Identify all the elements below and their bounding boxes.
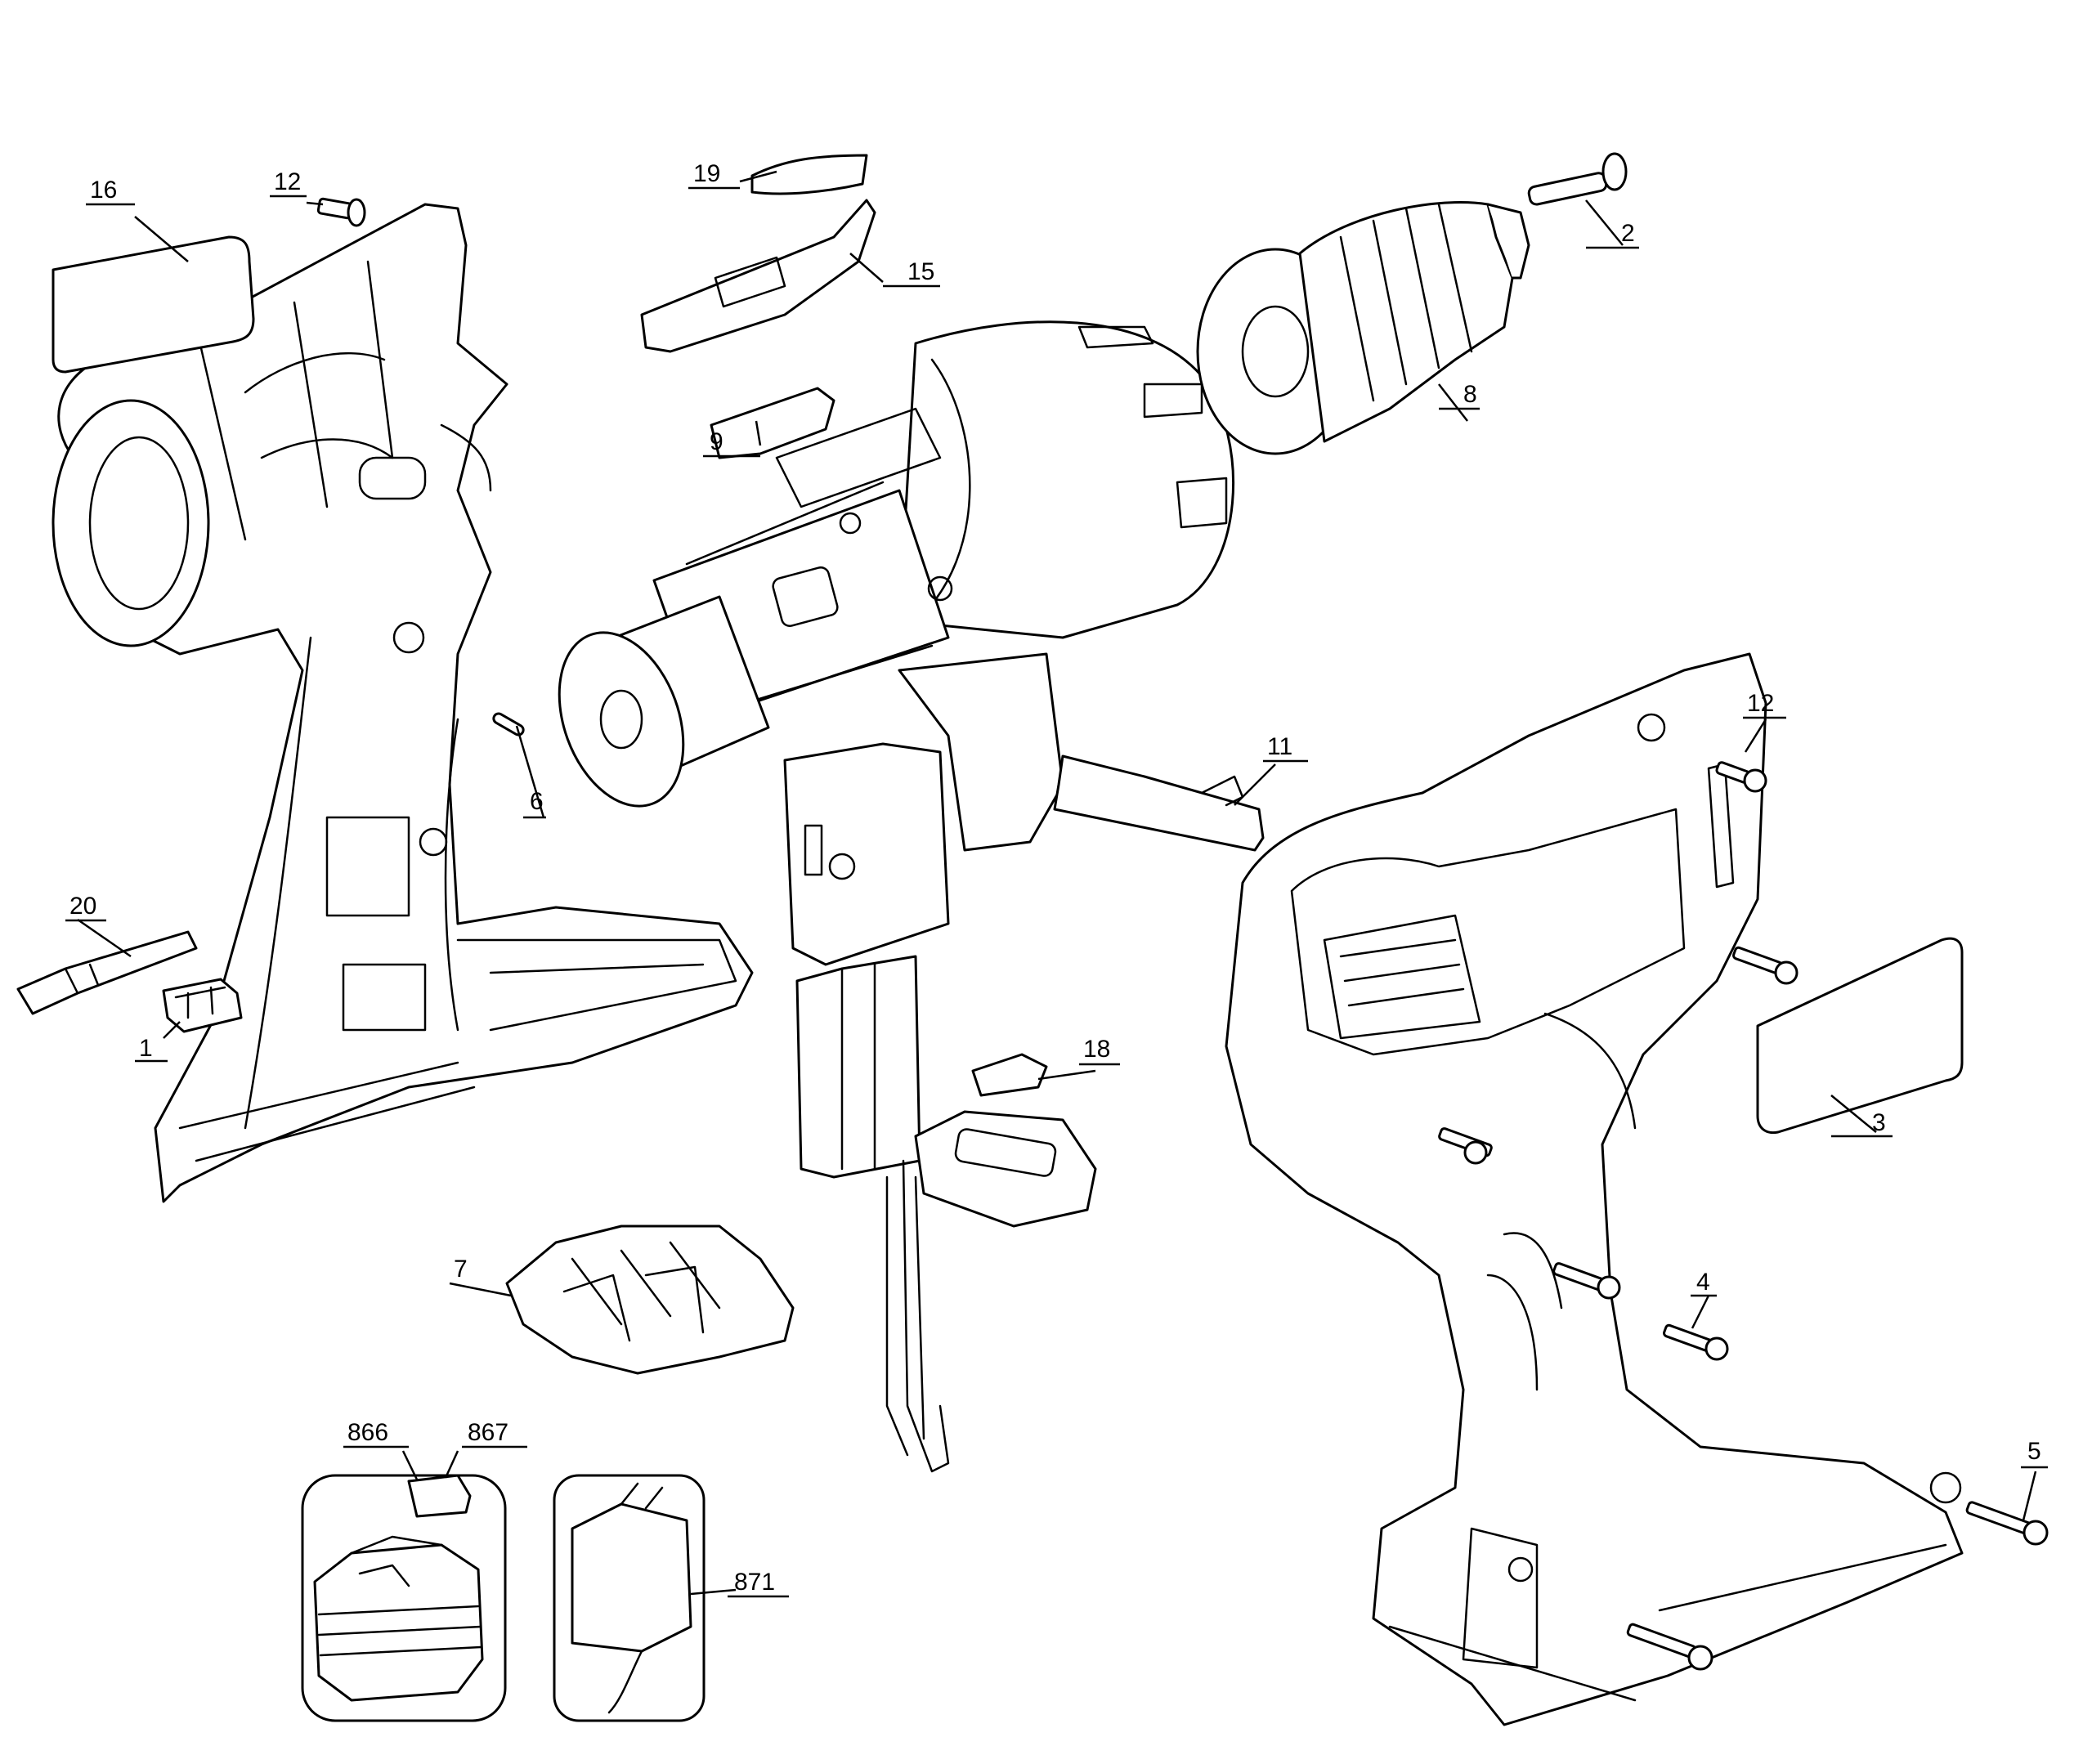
part-label-1: 1 xyxy=(139,1035,153,1062)
screw-4 xyxy=(1663,1323,1729,1361)
part-label-16: 16 xyxy=(90,177,117,204)
battery-inset-frame xyxy=(301,1474,507,1722)
cap-19 xyxy=(750,154,868,195)
part-label-2: 2 xyxy=(1621,220,1635,247)
screw-housing-c xyxy=(1552,1262,1621,1300)
screw-5 xyxy=(1965,1501,2049,1546)
leader-lines xyxy=(77,170,2037,1596)
switch-cover-15 xyxy=(640,199,876,353)
charger-inset-frame xyxy=(553,1474,706,1722)
pin-6 xyxy=(492,712,525,736)
brush-holder-7 xyxy=(505,1225,795,1375)
screwdriver-bit-20 xyxy=(16,930,198,1015)
motor-gearbox-assembly xyxy=(558,320,1235,852)
part-label-8: 8 xyxy=(1463,381,1477,408)
part-label-7: 7 xyxy=(454,1256,468,1283)
right-housing-half xyxy=(1225,652,1964,1726)
part-label-12-right: 12 xyxy=(1747,690,1774,717)
switch-module xyxy=(783,742,950,1473)
part-label-4: 4 xyxy=(1696,1269,1710,1296)
part-label-6: 6 xyxy=(530,788,544,815)
part-label-18: 18 xyxy=(1083,1036,1110,1063)
part-label-867: 867 xyxy=(468,1419,508,1446)
cover-plate-18 xyxy=(971,1053,1048,1097)
part-label-15: 15 xyxy=(907,258,934,285)
screw-12-right xyxy=(1715,761,1767,793)
screw-housing-d xyxy=(1626,1623,1713,1671)
bit-clip-1 xyxy=(162,978,243,1033)
chuck-screw-2 xyxy=(1527,152,1628,206)
battery-pack-866 xyxy=(313,1535,484,1702)
part-label-19: 19 xyxy=(693,160,720,187)
chuck-8 xyxy=(1196,201,1530,455)
screw-housing-a xyxy=(1732,946,1799,985)
part-label-9: 9 xyxy=(710,428,723,455)
terminal-cover-867 xyxy=(407,1474,472,1518)
label-11 xyxy=(1053,754,1265,852)
part-label-5: 5 xyxy=(2027,1438,2041,1465)
screw-12-top xyxy=(316,197,366,227)
part-labels: 16 12 19 15 9 8 2 6 11 12 3 4 5 18 7 1 2… xyxy=(65,160,2048,1598)
part-label-12-top: 12 xyxy=(274,168,301,195)
part-label-11: 11 xyxy=(1267,733,1292,760)
button-9 xyxy=(710,387,835,459)
part-label-20: 20 xyxy=(69,893,96,920)
charger-871 xyxy=(571,1482,692,1714)
label-plate-16 xyxy=(52,235,255,374)
screw-housing-b xyxy=(1438,1127,1493,1165)
part-label-866: 866 xyxy=(347,1419,388,1446)
nameplate-3 xyxy=(1756,937,1964,1135)
left-housing-half xyxy=(52,203,754,1203)
part-label-3: 3 xyxy=(1872,1109,1886,1136)
part-label-871: 871 xyxy=(734,1569,775,1596)
